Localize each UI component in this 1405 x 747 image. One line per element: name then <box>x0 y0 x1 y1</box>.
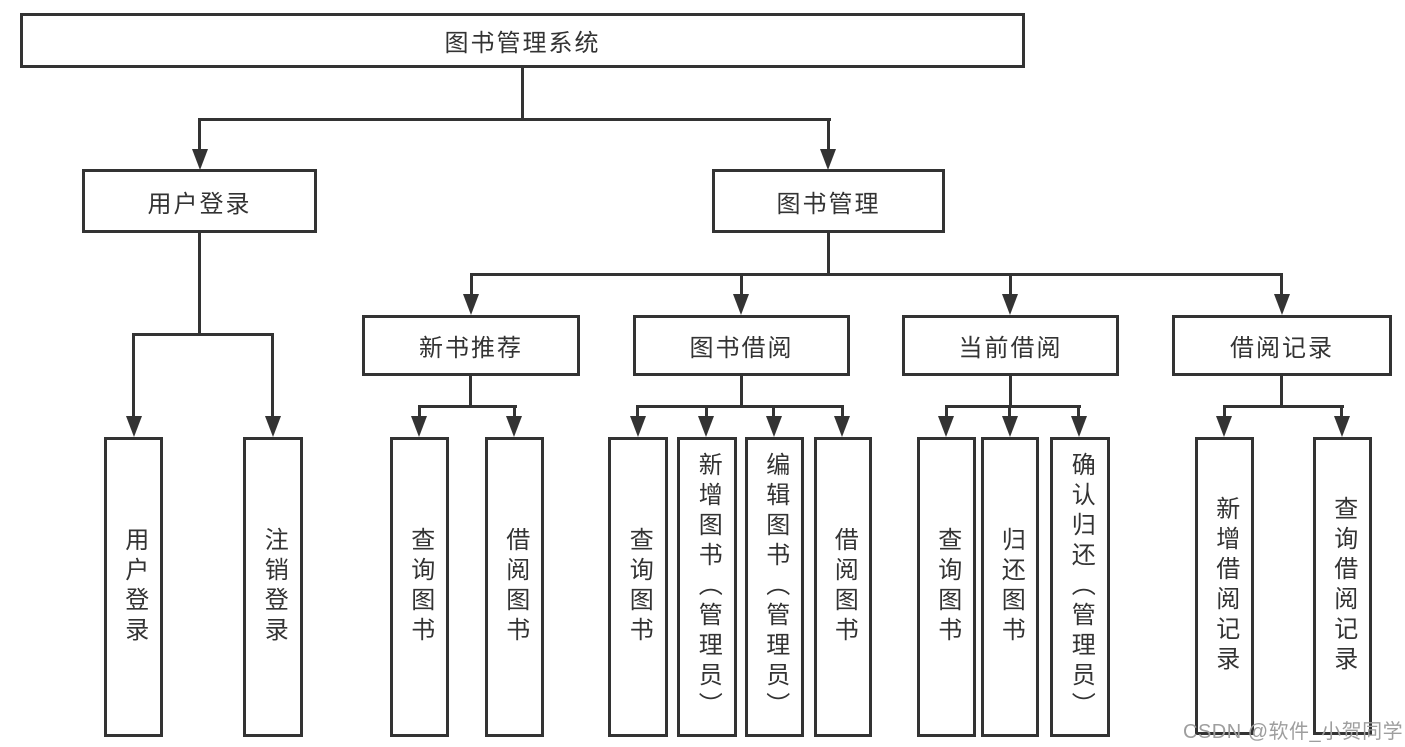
leaf-borrow-books-recommend: 借阅图书 <box>485 437 544 737</box>
leaf-confirm-return-admin: 确认归还（管理员） <box>1050 437 1110 737</box>
leaf-label: 用户登录 <box>120 527 148 647</box>
arrow-down-icon <box>766 416 782 437</box>
node-new-book-recommendation: 新书推荐 <box>362 315 580 376</box>
leaf-query-borrow-record: 查询借阅记录 <box>1313 437 1372 735</box>
connector-book-borrow-stub <box>740 376 743 408</box>
arrow-down-icon <box>834 416 850 437</box>
arrow-down-icon <box>1274 294 1290 315</box>
node-label: 图书管理 <box>776 190 881 218</box>
leaf-label: 注销登录 <box>260 527 288 647</box>
connector-to-leaf-logout <box>271 333 274 419</box>
connector-new-book-bar <box>418 405 517 408</box>
node-borrow-records: 借阅记录 <box>1172 315 1392 376</box>
connector-user-login-stub <box>198 233 201 336</box>
leaf-label: 确认归还（管理员） <box>1067 452 1095 722</box>
connector-user-login-bar <box>132 333 274 336</box>
leaf-user-login: 用户登录 <box>104 437 163 737</box>
node-book-management: 图书管理 <box>712 169 945 233</box>
arrow-down-icon <box>1216 416 1232 437</box>
arrow-down-icon <box>265 416 281 437</box>
node-label: 新书推荐 <box>419 335 523 362</box>
connector-leaf <box>513 405 516 419</box>
arrow-down-icon <box>698 416 714 437</box>
arrow-down-icon <box>411 416 427 437</box>
arrow-down-icon <box>1002 294 1018 315</box>
leaf-label: 归还图书 <box>997 527 1025 647</box>
leaf-edit-books-admin: 编辑图书（管理员） <box>745 437 804 737</box>
connector-new-book-stub <box>469 376 472 408</box>
arrow-down-icon <box>630 416 646 437</box>
arrow-down-icon <box>938 416 954 437</box>
leaf-label: 新增图书（管理员） <box>694 452 722 722</box>
node-label: 图书借阅 <box>689 335 794 362</box>
leaf-return-books: 归还图书 <box>981 437 1039 737</box>
leaf-borrow-books: 借阅图书 <box>814 437 872 737</box>
arrow-down-icon <box>463 294 479 315</box>
connector-leaf <box>1340 405 1343 419</box>
connector-leaf <box>1077 405 1080 419</box>
node-current-borrowing: 当前借阅 <box>902 315 1119 376</box>
connector-to-leaf-user-login <box>132 333 135 419</box>
connector-borrow-records-stub <box>1280 376 1283 408</box>
leaf-label: 查询图书 <box>933 527 961 647</box>
connector-leaf <box>945 405 948 419</box>
leaf-add-borrow-record: 新增借阅记录 <box>1195 437 1254 735</box>
csdn-watermark: CSDN @软件_小贺同学 <box>1183 721 1404 743</box>
connector-level2-bar <box>470 273 1282 276</box>
node-label: 借阅记录 <box>1230 335 1334 362</box>
arrow-down-icon <box>1071 416 1087 437</box>
connector-leaf <box>841 405 844 419</box>
arrow-down-icon <box>192 149 208 170</box>
connector-leaf <box>418 405 421 419</box>
arrow-down-icon <box>733 294 749 315</box>
leaf-label: 查询借阅记录 <box>1329 496 1357 676</box>
arrow-down-icon <box>1002 416 1018 437</box>
leaf-label: 新增借阅记录 <box>1211 496 1239 676</box>
connector-book-borrow-bar <box>636 405 844 408</box>
connector-current-borrow-stub <box>1009 376 1012 408</box>
connector-book-management-stub <box>827 233 830 276</box>
connector-leaf <box>1223 405 1226 419</box>
connector-root-stub <box>521 68 524 121</box>
leaf-add-books-admin: 新增图书（管理员） <box>677 437 737 737</box>
node-book-management-system: 图书管理系统 <box>20 13 1025 68</box>
connector-to-book-borrow <box>740 273 743 297</box>
connector-current-borrow-bar <box>945 405 1081 408</box>
leaf-label: 编辑图书（管理员） <box>761 452 789 722</box>
leaf-label: 借阅图书 <box>830 527 858 647</box>
node-label: 图书管理系统 <box>444 30 601 57</box>
connector-to-borrow-records <box>1280 273 1283 297</box>
node-book-borrowing: 图书借阅 <box>633 315 850 376</box>
leaf-label: 借阅图书 <box>501 527 529 647</box>
connector-leaf <box>636 405 639 419</box>
connector-leaf <box>1008 405 1011 419</box>
connector-to-new-book <box>470 273 473 297</box>
leaf-label: 查询图书 <box>625 527 653 647</box>
leaf-query-books-borrowing: 查询图书 <box>608 437 668 737</box>
node-user-login: 用户登录 <box>82 169 317 233</box>
leaf-query-books-recommend: 查询图书 <box>390 437 449 737</box>
leaf-logout: 注销登录 <box>243 437 303 737</box>
leaf-query-books-current: 查询图书 <box>917 437 976 737</box>
arrow-down-icon <box>1334 416 1350 437</box>
arrow-down-icon <box>506 416 522 437</box>
connector-to-book-management <box>827 118 830 152</box>
connector-to-user-login <box>198 118 201 152</box>
leaf-label: 查询图书 <box>406 527 434 647</box>
node-label: 当前借阅 <box>958 335 1063 362</box>
connector-leaf <box>705 405 708 419</box>
arrow-down-icon <box>820 149 836 170</box>
arrow-down-icon <box>126 416 142 437</box>
connector-to-current-borrow <box>1009 273 1012 297</box>
connector-borrow-records-bar <box>1223 405 1344 408</box>
connector-level1-bar <box>198 118 831 121</box>
node-label: 用户登录 <box>147 190 252 218</box>
connector-leaf <box>772 405 775 419</box>
